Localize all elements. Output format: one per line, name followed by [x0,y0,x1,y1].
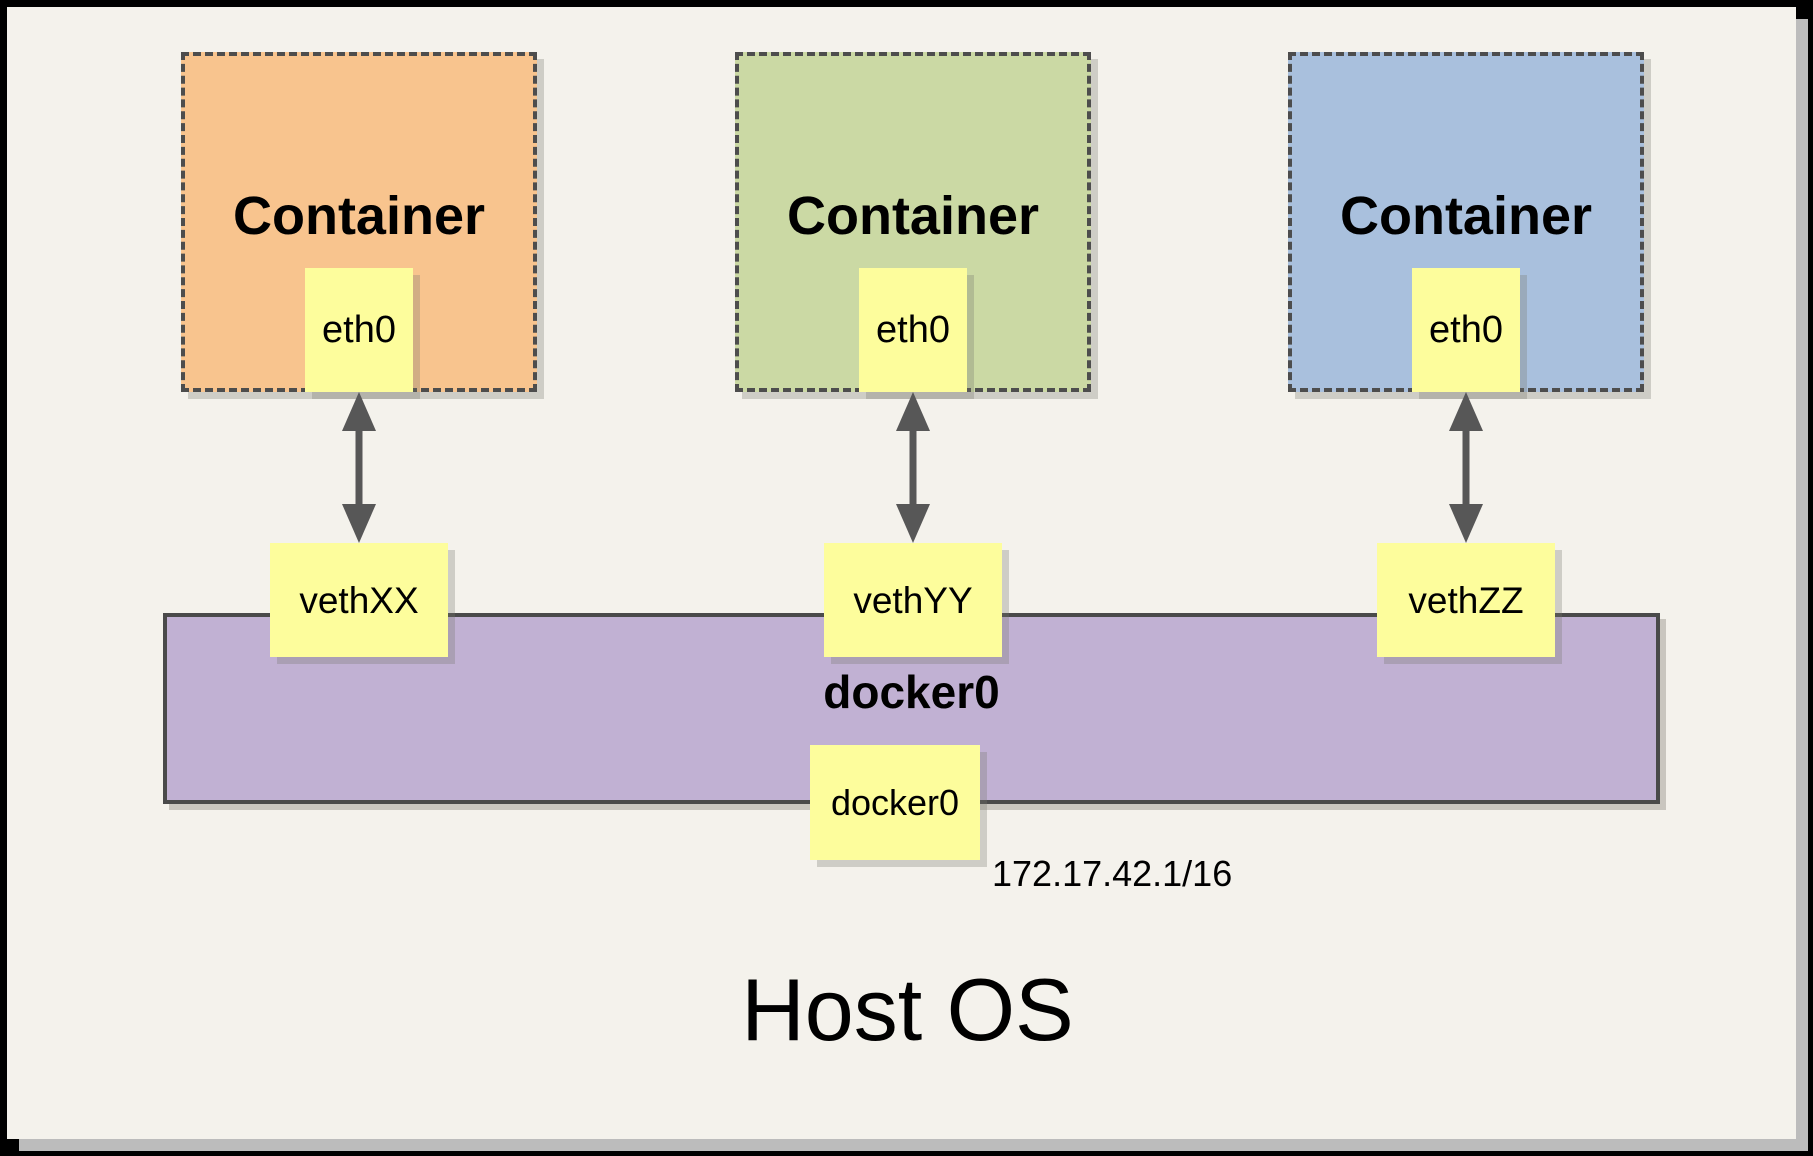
vethXX-chip: vethXX [270,543,448,657]
container-1-eth0-chip: eth0 [305,268,413,392]
container-2-eth0-chip: eth0 [859,268,967,392]
host-os-label: Host OS [741,960,1074,1059]
container-1-eth0-label: eth0 [322,309,396,351]
container-box-2: Container eth0 [735,52,1091,392]
vethYY-chip: vethYY [824,543,1002,657]
arrow-container2-veth [896,392,930,543]
container-2-eth0-label: eth0 [876,309,950,351]
vethZZ-label: vethZZ [1408,579,1524,621]
container-box-1: Container eth0 [181,52,537,392]
container-3-eth0-chip: eth0 [1412,268,1520,392]
container-box-3: Container eth0 [1288,52,1644,392]
container-1-title: Container [232,186,486,246]
container-3-title: Container [1339,186,1593,246]
docker-networking-diagram: Container eth0 Container eth0 Container … [7,7,1796,1139]
vethYY-label: vethYY [853,579,973,621]
docker0-ip-label: 172.17.42.1/16 [992,853,1233,894]
docker0-bridge-title: docker0 [823,666,1000,718]
docker0-interface-chip: docker0 [810,745,980,860]
arrow-container3-veth [1449,392,1483,543]
arrow-container1-veth [342,392,376,543]
vethZZ-chip: vethZZ [1377,543,1555,657]
container-2-title: Container [786,186,1040,246]
container-3-eth0-label: eth0 [1429,309,1503,351]
docker0-interface-label: docker0 [830,781,960,823]
vethXX-label: vethXX [299,579,419,621]
